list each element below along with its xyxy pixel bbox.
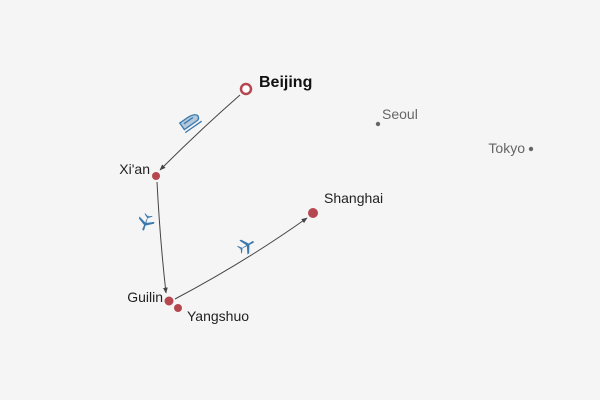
plane-icon	[138, 213, 155, 231]
city-marker-guilin[interactable]	[164, 296, 174, 306]
city-marker-seoul[interactable]	[375, 121, 381, 127]
city-label-yangshuo: Yangshuo	[187, 308, 249, 324]
city-marker-xian[interactable]	[152, 172, 160, 180]
train-icon	[178, 114, 203, 134]
city-label-seoul: Seoul	[382, 106, 418, 122]
city-label-shanghai: Shanghai	[324, 190, 383, 206]
city-label-xian: Xi'an	[119, 161, 150, 177]
city-marker-tokyo[interactable]	[528, 146, 534, 152]
city-marker-yangshuo[interactable]	[174, 304, 182, 312]
plane-icon	[237, 239, 254, 255]
route-beijing-xian	[159, 94, 241, 171]
city-marker-shanghai[interactable]	[308, 208, 318, 218]
city-label-beijing: Beijing	[259, 74, 312, 91]
city-marker-beijing[interactable]	[239, 82, 253, 96]
route-guilin-shanghai	[174, 217, 308, 300]
city-label-guilin: Guilin	[127, 289, 163, 305]
city-label-tokyo: Tokyo	[488, 140, 525, 156]
route-xian-guilin	[156, 181, 168, 294]
